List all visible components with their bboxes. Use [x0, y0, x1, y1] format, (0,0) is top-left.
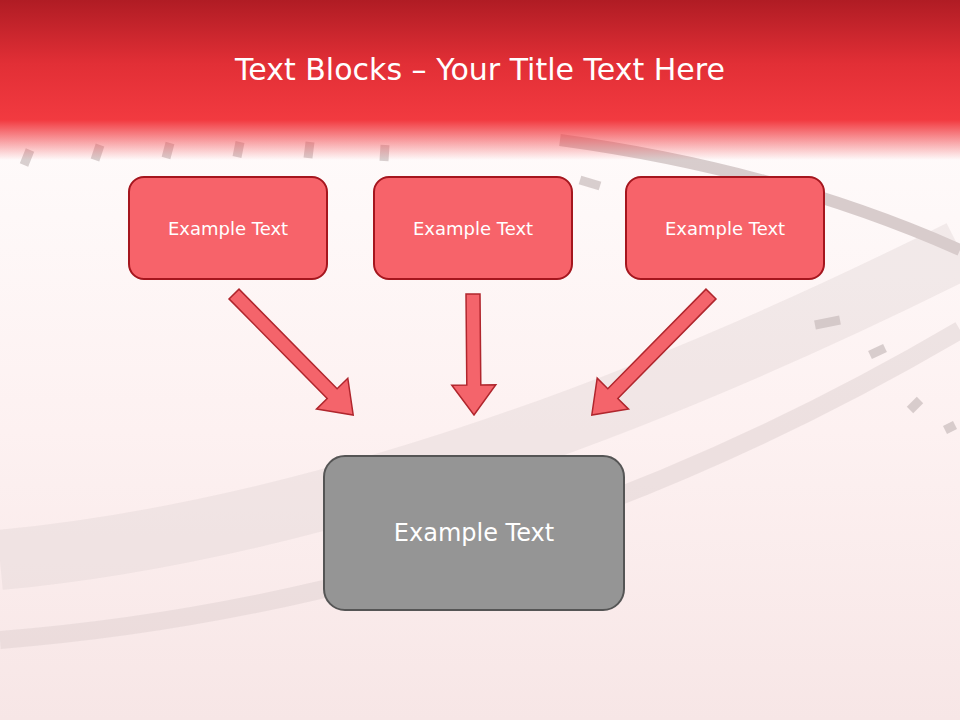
- box-text: Example Text: [401, 218, 545, 239]
- slide-title: Text Blocks – Your Title Text Here: [0, 52, 960, 87]
- block-arrow: [592, 289, 716, 415]
- block-arrow: [229, 289, 353, 415]
- box-text: Example Text: [156, 218, 300, 239]
- text-block: Example Text: [128, 176, 328, 280]
- block-arrow: [452, 294, 496, 415]
- box-text: Example Text: [653, 218, 797, 239]
- text-block: Example Text: [373, 176, 573, 280]
- box-text: Example Text: [382, 519, 566, 547]
- result-box: Example Text: [323, 455, 625, 611]
- text-block: Example Text: [625, 176, 825, 280]
